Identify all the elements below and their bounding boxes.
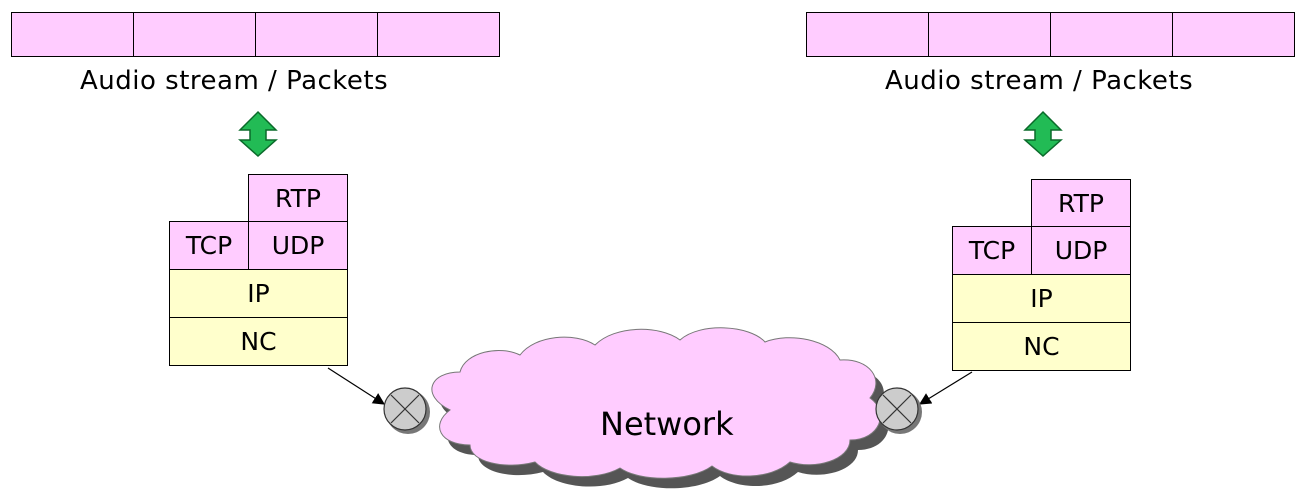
right-double-arrow-icon	[1023, 110, 1063, 158]
right-nc-layer: NC	[952, 322, 1131, 371]
left-tcp-layer: TCP	[169, 221, 249, 270]
left-caption: Audio stream / Packets	[80, 66, 389, 96]
right-rtp-layer: RTP	[1031, 179, 1131, 227]
left-packet-3	[256, 13, 378, 56]
right-caption: Audio stream / Packets	[885, 66, 1194, 96]
left-packet-strip	[11, 12, 500, 57]
left-nc-layer: NC	[169, 317, 348, 366]
left-udp-layer: UDP	[248, 221, 348, 270]
right-ip-layer: IP	[952, 274, 1131, 323]
left-ip-layer: IP	[169, 269, 348, 318]
right-packet-2	[929, 13, 1051, 56]
network-cloud-icon	[431, 327, 881, 479]
right-packet-1	[807, 13, 929, 56]
right-packet-strip	[806, 12, 1295, 57]
left-double-arrow-icon	[238, 110, 278, 158]
right-connector-icon	[875, 387, 922, 434]
right-udp-layer: UDP	[1031, 226, 1131, 275]
left-packet-2	[134, 13, 256, 56]
left-packet-1	[12, 13, 134, 56]
right-packet-3	[1051, 13, 1173, 56]
right-tcp-layer: TCP	[952, 226, 1032, 275]
right-connection-line	[918, 371, 973, 405]
network-label: Network	[600, 405, 734, 443]
left-connection-line	[327, 367, 386, 405]
left-rtp-layer: RTP	[248, 174, 348, 222]
left-connector-icon	[383, 387, 430, 434]
